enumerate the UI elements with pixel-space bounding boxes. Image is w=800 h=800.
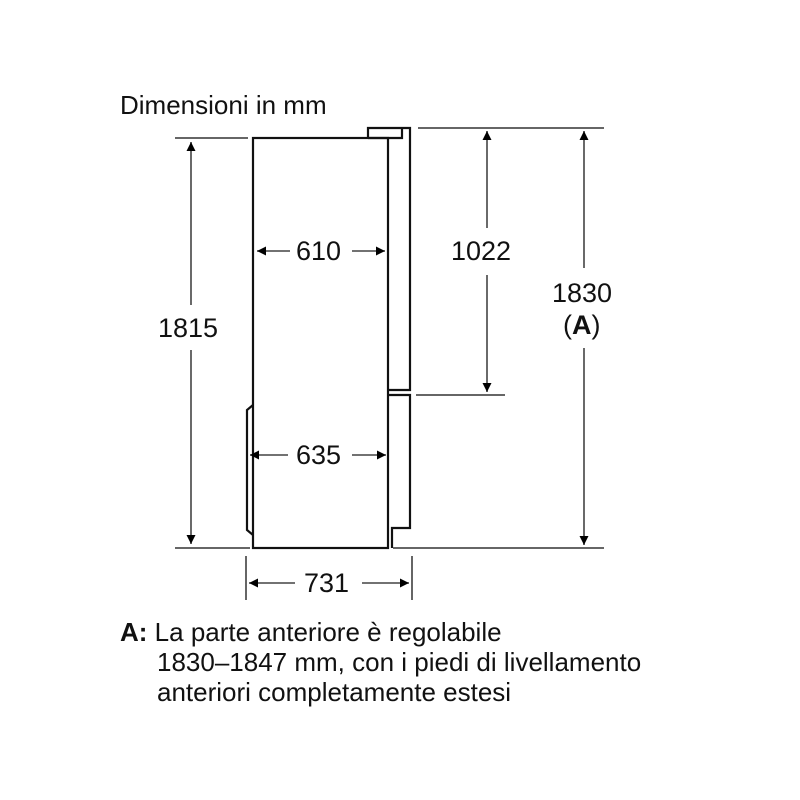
dim-height-body: 1815 [158, 313, 219, 343]
dim-total-height-ref: (A) [563, 310, 601, 340]
footnote: A: La parte anteriore è regolabile 1830–… [120, 617, 641, 707]
footnote-key: A: [120, 617, 148, 647]
dim-door-upper-height: 1022 [451, 236, 512, 266]
fridge-body [245, 126, 412, 550]
footnote-line-2: 1830–1847 mm, con i piedi di livellament… [157, 647, 642, 677]
diagram-title: Dimensioni in mm [120, 90, 327, 120]
dim-depth-bottom: 635 [296, 440, 342, 470]
dim-total-depth: 731 [304, 568, 350, 598]
footnote-line-3: anteriori completamente estesi [157, 677, 512, 707]
footnote-line-1: La parte anteriore è regolabile [154, 617, 502, 647]
ref-letter: A [572, 310, 592, 340]
dim-depth-top: 610 [296, 236, 342, 266]
dim-total-height: 1830 [552, 278, 613, 308]
